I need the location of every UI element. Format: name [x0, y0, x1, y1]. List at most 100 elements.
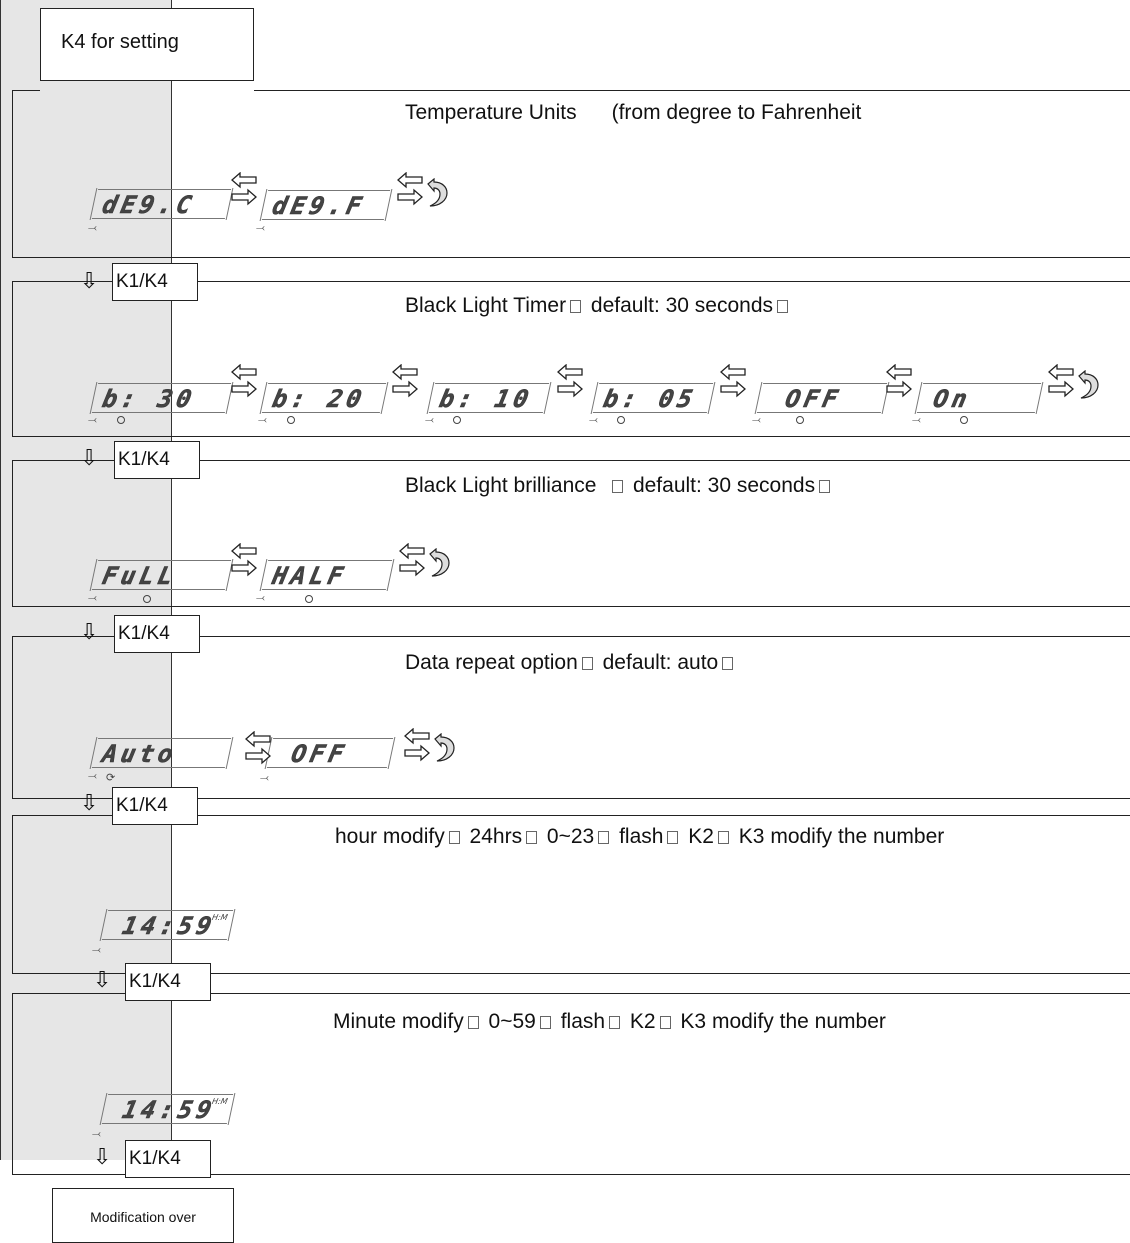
step-box: K1/K4	[125, 1140, 211, 1178]
missing-glyph-icon	[819, 480, 831, 493]
wrench-icon: ⤙	[256, 592, 265, 604]
wrench-icon: ⤙	[260, 772, 269, 784]
swap-arrows-icon	[397, 172, 423, 206]
title-text: 24hrs	[463, 825, 523, 848]
step-label: K1/K4	[118, 449, 170, 470]
title-text: K3 modify the number	[732, 825, 945, 848]
wrench-icon: ⤙	[88, 770, 97, 782]
step-box: K1/K4	[112, 263, 198, 301]
swap-arrows-icon	[404, 728, 430, 762]
title-text: Temperature Units (from degree to Fahren…	[405, 101, 862, 124]
lcd-text: b: 30	[99, 385, 199, 414]
lcd-display: Auto	[91, 738, 232, 769]
section-title: hour modify 24hrs 0~23 flash K2 K3 modif…	[335, 825, 944, 849]
step-label: K1/K4	[116, 795, 168, 816]
section-border	[12, 798, 1130, 799]
section-border	[12, 1174, 1130, 1175]
wrench-icon: ⤙	[425, 414, 434, 426]
section-border	[12, 460, 13, 606]
missing-glyph-icon	[659, 1016, 671, 1029]
lcd-unit: H:M	[211, 913, 229, 922]
section-title: Minute modify 0~59 flash K2 K3 modify th…	[333, 1010, 886, 1034]
missing-glyph-icon	[448, 831, 460, 844]
lcd-display: b: 10	[428, 383, 550, 413]
lcd-text: 14:59	[119, 1096, 219, 1125]
lcd-display: b: 05	[592, 383, 714, 414]
swap-arrows-icon	[399, 543, 425, 577]
section-border	[12, 281, 1130, 282]
title-text: Minute modify	[333, 1010, 464, 1033]
loop-arrow-icon	[1078, 370, 1099, 399]
section-title: Black Light Timer default: 30 seconds	[405, 294, 792, 318]
down-arrow-icon: ⇩	[93, 967, 112, 992]
title-text: default: auto	[596, 651, 719, 674]
bulb-icon	[453, 416, 461, 424]
step-box: K1/K4	[114, 441, 200, 479]
lcd-text: dE9.C	[99, 191, 199, 220]
wrench-icon: ⤙	[88, 414, 97, 426]
lcd-display: HALF	[261, 560, 393, 591]
missing-glyph-icon	[777, 300, 789, 313]
swap-arrows-icon	[392, 364, 418, 398]
lcd-display: dE9.C	[91, 189, 232, 220]
lcd-display: dE9.F	[261, 190, 391, 220]
swap-arrows-icon	[245, 731, 271, 765]
swap-arrows-icon	[231, 172, 257, 206]
wrench-icon: ⤙	[589, 414, 598, 426]
lcd-display: OFF	[266, 738, 394, 769]
step-box: K1/K4	[112, 787, 198, 825]
end-label: Modification over	[90, 1209, 196, 1225]
missing-glyph-icon	[717, 831, 729, 844]
section-border	[12, 993, 1130, 994]
bulb-icon	[796, 416, 804, 424]
lcd-text: 14:59	[119, 912, 219, 941]
swap-arrows-icon	[557, 364, 583, 398]
bulb-icon	[960, 416, 968, 424]
lcd-display: b: 20	[261, 383, 387, 413]
wrench-icon: ⤙	[258, 414, 267, 426]
title-text: Black Light Timer	[405, 294, 567, 317]
title-text: Black Light brilliance	[405, 474, 609, 497]
lcd-text: OFF	[782, 385, 845, 414]
title-text: default: 30 seconds	[585, 294, 774, 317]
wrench-icon: ⤙	[92, 944, 101, 956]
swap-arrows-icon	[720, 364, 746, 398]
title-text: hour modify	[335, 825, 445, 848]
wrench-icon: ⤙	[88, 222, 97, 234]
section-border	[12, 90, 40, 91]
section-border	[254, 90, 1130, 91]
lcd-text: Auto	[99, 740, 180, 769]
lcd-text: FuLL	[99, 562, 180, 591]
bulb-icon	[305, 595, 313, 603]
down-arrow-icon: ⇩	[80, 790, 99, 815]
step-label: K1/K4	[129, 971, 181, 992]
lcd-display: On	[916, 383, 1042, 414]
lcd-text: b: 05	[600, 385, 700, 414]
section-border	[12, 636, 13, 798]
lcd-display: b: 30	[91, 383, 232, 414]
section-border	[12, 815, 13, 973]
title-text: default: 30 seconds	[627, 474, 816, 497]
loop-arrow-icon	[434, 733, 455, 762]
wrench-icon: ⤙	[92, 1128, 101, 1140]
lcd-text: On	[930, 385, 974, 414]
missing-glyph-icon	[539, 1016, 551, 1029]
lcd-text: HALF	[269, 562, 350, 591]
bulb-icon	[617, 416, 625, 424]
title-text: Data repeat option	[405, 651, 578, 674]
missing-glyph-icon	[609, 1016, 621, 1029]
section-title: Data repeat option default: auto	[405, 651, 737, 675]
wrench-icon: ⤙	[912, 414, 921, 426]
section-border	[12, 436, 1130, 437]
swap-arrows-icon	[1048, 364, 1074, 398]
missing-glyph-icon	[581, 657, 593, 670]
section-border	[12, 636, 1130, 637]
missing-glyph-icon	[612, 480, 624, 493]
lcd-text: OFF	[288, 740, 351, 769]
loop-arrow-icon	[429, 548, 450, 577]
missing-glyph-icon	[526, 831, 538, 844]
bulb-icon	[143, 595, 151, 603]
section-border	[12, 815, 1130, 816]
section-title: Temperature Units (from degree to Fahren…	[405, 101, 861, 125]
bulb-icon	[287, 416, 295, 424]
